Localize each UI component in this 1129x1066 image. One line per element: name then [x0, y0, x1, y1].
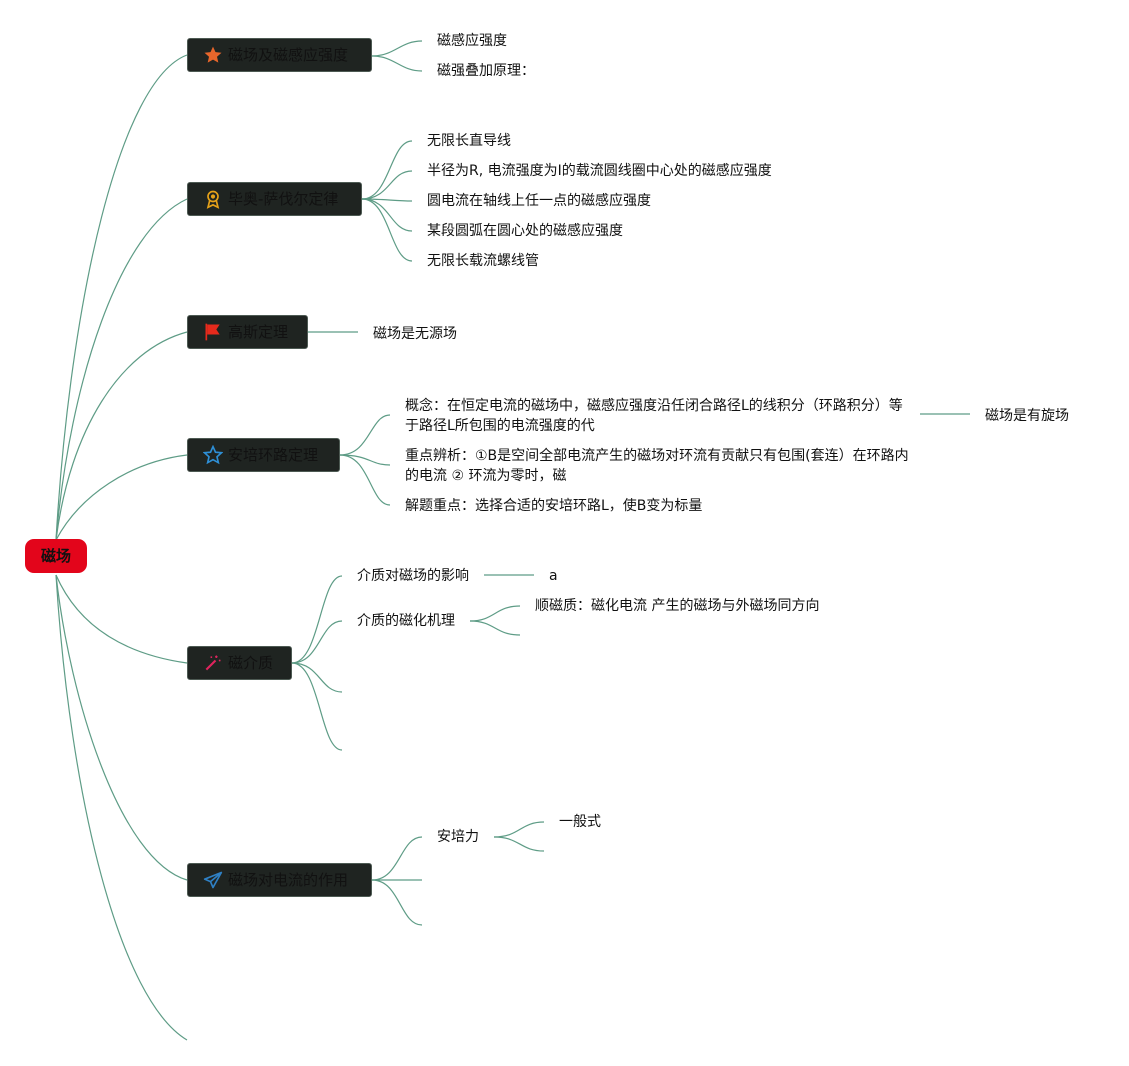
leaf-node[interactable]: 解题重点：选择合适的安培环路L，使B变为标量 — [405, 498, 703, 514]
branch-label: 磁场及磁感应强度 — [228, 46, 349, 64]
paper-plane-icon — [203, 871, 223, 889]
flag-icon — [205, 323, 220, 341]
leaf-node[interactable]: 半径为R, 电流强度为I的载流圆线圈中心处的磁感应强度 — [427, 163, 772, 179]
branch-node-ampere-law[interactable]: 安培环路定理 — [187, 438, 340, 472]
leaf-node[interactable]: 一般式 — [559, 814, 601, 830]
branch-label: 毕奥-萨伐尔定律 — [228, 190, 339, 208]
award-medal-icon — [206, 190, 220, 209]
leaf-node[interactable]: a — [549, 568, 558, 584]
branch-node-field-on-current[interactable]: 磁场对电流的作用 — [187, 863, 372, 897]
branch-label: 高斯定理 — [228, 323, 289, 341]
leaf-node[interactable]: 重点辨析：①B是空间全部电流产生的磁场对环流有贡献只有包围(套连）在环路内的电流… — [405, 448, 909, 484]
leaf-node[interactable]: 顺磁质：磁化电流 产生的磁场与外磁场同方向 — [535, 598, 820, 614]
leaf-node[interactable]: 无限长直导线 — [427, 133, 511, 149]
leaf-node[interactable]: 介质对磁场的影响 — [357, 568, 469, 584]
leaf-node[interactable]: 概念：在恒定电流的磁场中，磁感应强度沿任闭合路径L的线积分（环路积分）等于路径L… — [405, 398, 903, 434]
branch-label: 磁介质 — [228, 654, 274, 672]
branch-node-magnetic-medium[interactable]: 磁介质 — [187, 646, 292, 680]
root-node[interactable]: 磁场 — [25, 539, 87, 573]
branch-label: 安培环路定理 — [228, 446, 319, 464]
branch-node-gauss-law[interactable]: 高斯定理 — [187, 315, 308, 349]
star-outline-icon — [203, 445, 223, 465]
leaf-node[interactable]: 介质的磁化机理 — [357, 613, 455, 629]
leaf-node[interactable]: 安培力 — [437, 829, 479, 845]
leaf-node[interactable]: 圆电流在轴线上任一点的磁感应强度 — [427, 193, 651, 209]
star-filled-icon — [204, 46, 222, 63]
leaf-node[interactable]: 磁场是有旋场 — [985, 408, 1069, 424]
leaf-node[interactable]: 磁场是无源场 — [373, 326, 457, 342]
leaf-node[interactable]: 无限长载流螺线管 — [427, 253, 539, 269]
branch-node-biot-savart[interactable]: 毕奥-萨伐尔定律 — [187, 182, 362, 216]
branch-label: 磁场对电流的作用 — [228, 871, 349, 889]
magic-wand-icon — [205, 655, 221, 671]
leaf-node[interactable]: 某段圆弧在圆心处的磁感应强度 — [427, 223, 623, 239]
leaf-node[interactable]: 磁感应强度 — [437, 33, 507, 49]
branch-node-field-and-induction[interactable]: 磁场及磁感应强度 — [187, 38, 372, 72]
leaf-node[interactable]: 磁强叠加原理： — [437, 63, 535, 79]
